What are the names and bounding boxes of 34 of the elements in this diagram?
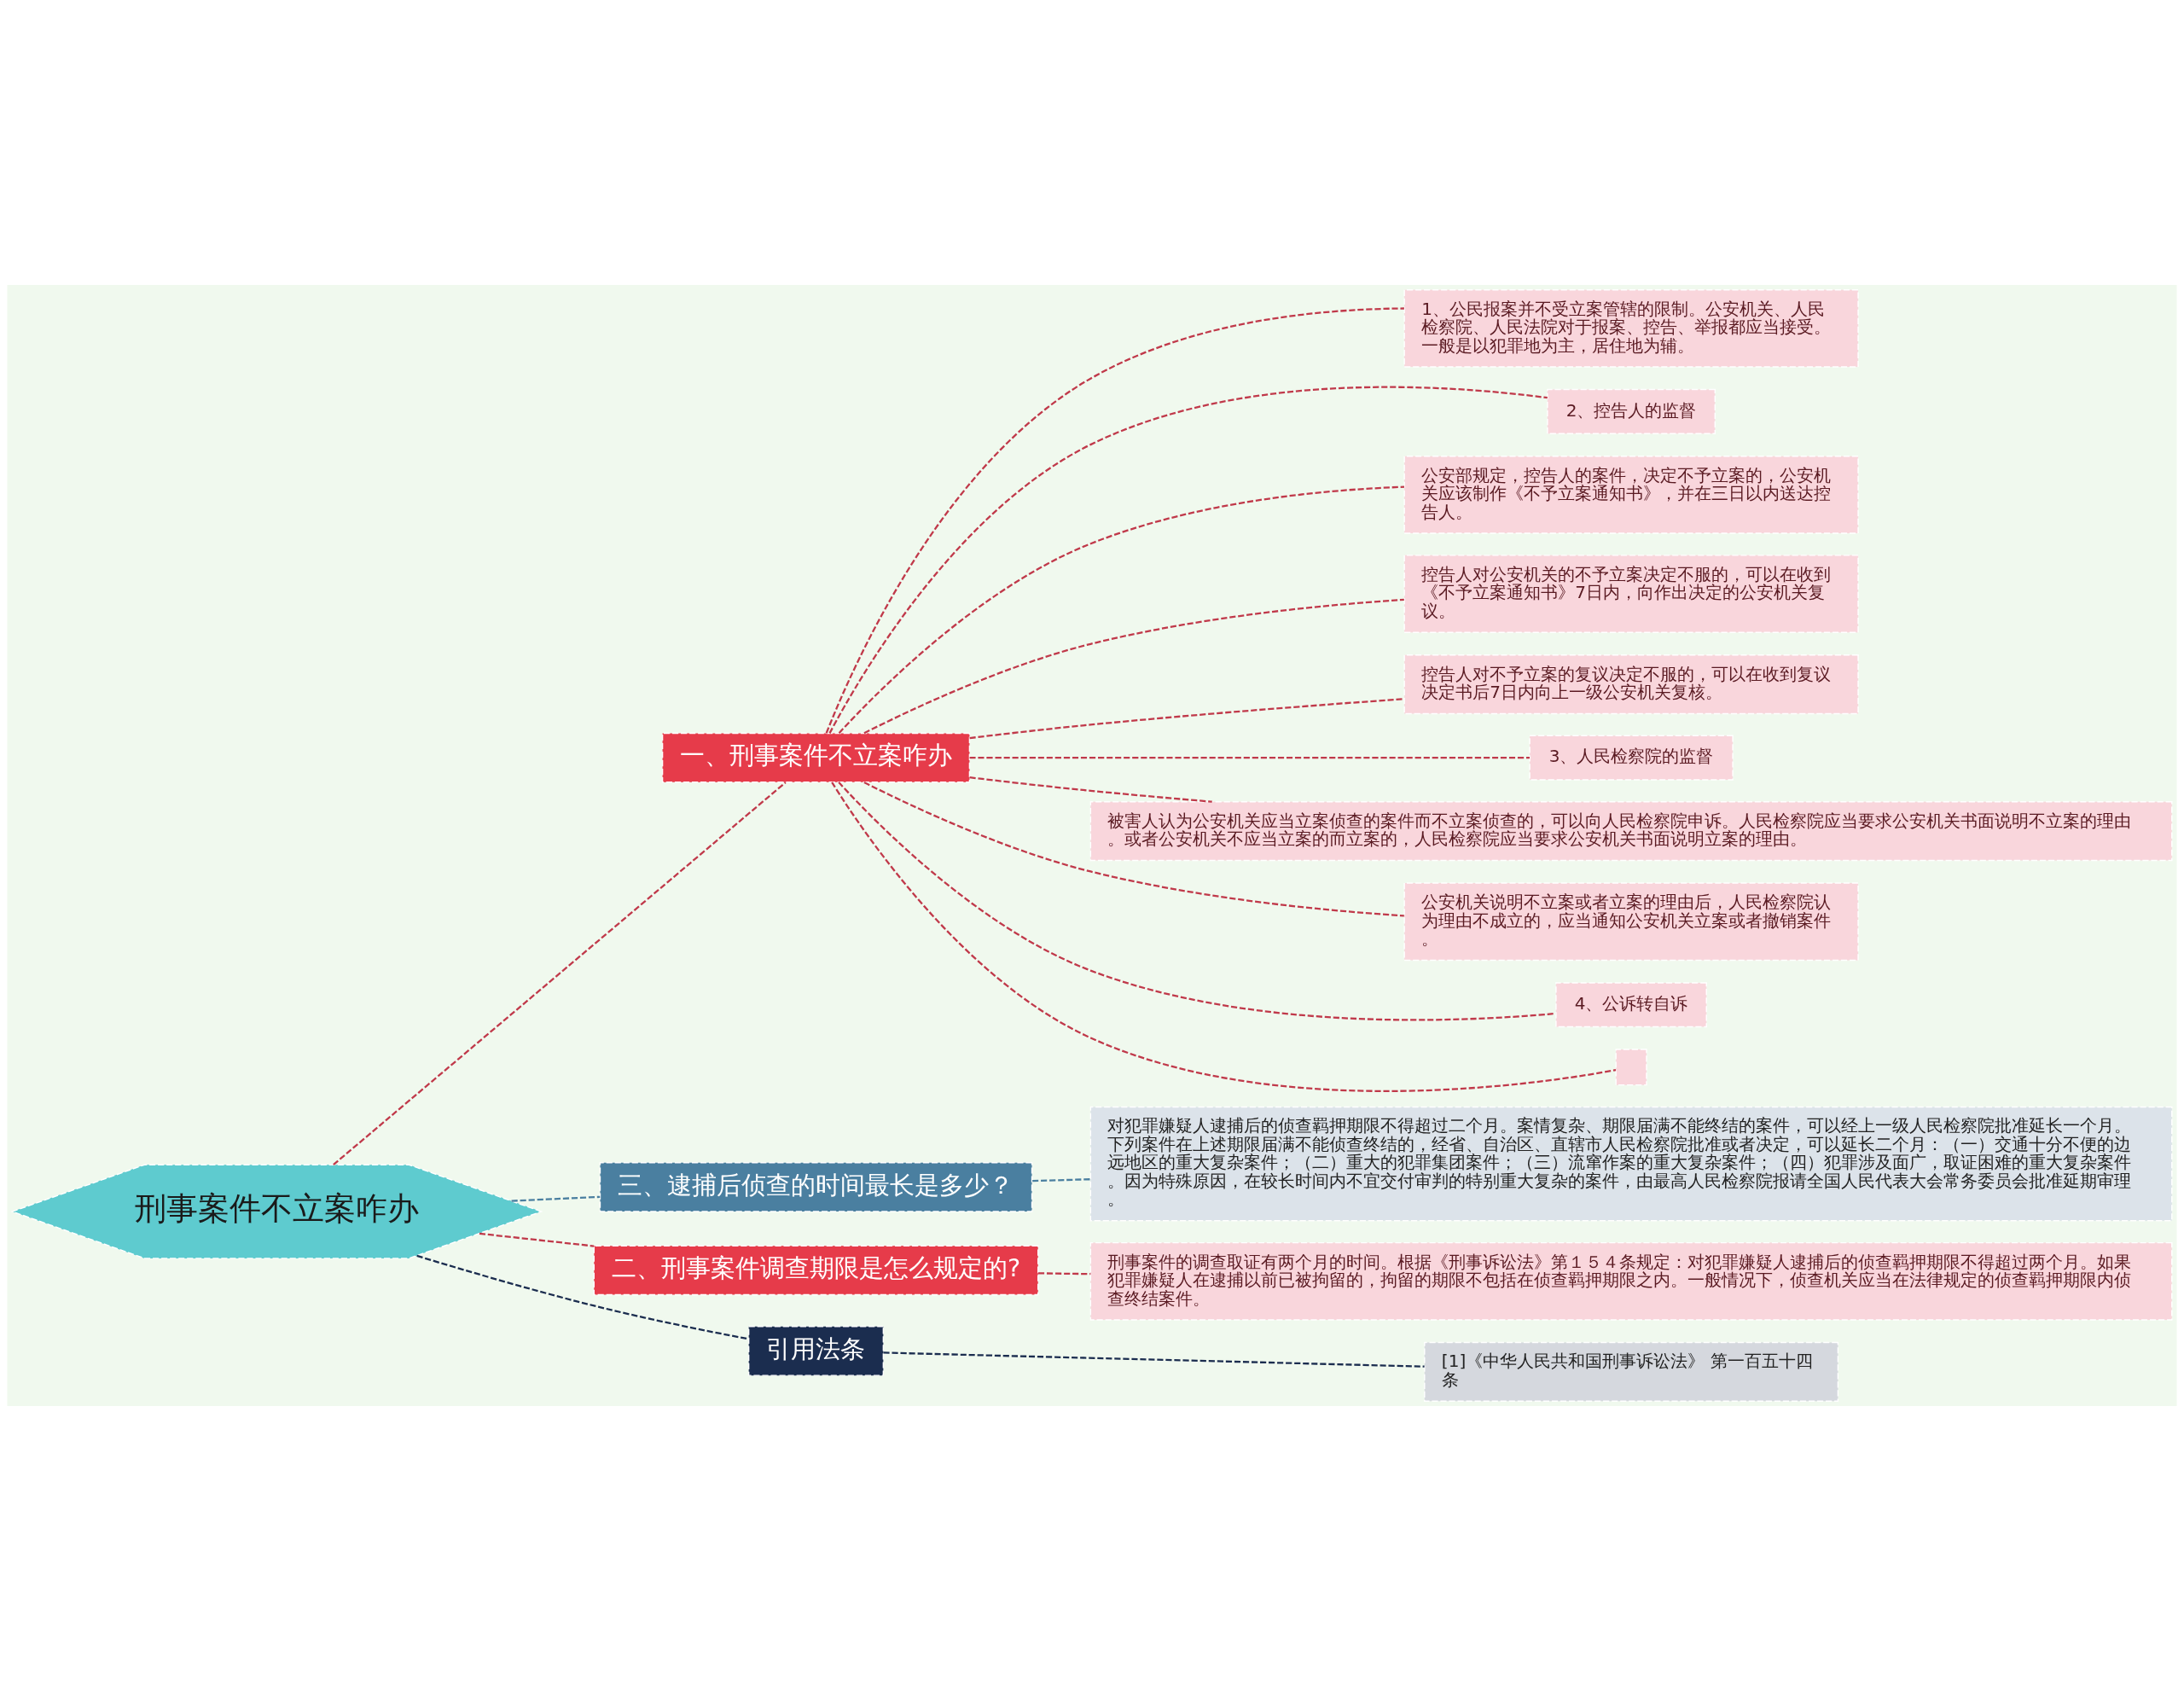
node-box: 控告人对不予立案的复议决定不服的，可以在收到复议决定书后7日内向上一级公安机关复核。 [1403,654,1859,715]
node-box: 控告人对公安机关的不予立案决定不服的，可以在收到《不予立案通知书》7日内，向作出决定的公安机关复议。 [1403,555,1859,633]
node-box: 对犯罪嫌疑人逮捕后的侦查羁押期限不得超过二个月。案情复杂、期限届满不能终结的案件，可以经上一级人民检察院批准延长一个月。下列案件在上述期限届满不能侦查终结的，经省、自治区、直辖市人民检察院批准或者决定，可以延长二个月：（一）交通十分不便的边远地区的重大复杂案件；（二）重大的犯罪集团案件；（三）流窜作案的重大复杂案件；（四）犯罪涉及面广，取证困难的重大复杂案件。因为特殊原因，在较长时间内不宜交付审判的特别重大复杂的案件，由最高人民检察院报请全国人民代表大会常务委员会批准延期审理。 [1089,1106,2173,1222]
node-box: 公安部规定，控告人的案件，决定不予立案的，公安机关应该制作《不予立案通知书》，并在三日以内送达控告人。 [1403,456,1859,534]
connector [511,1195,601,1202]
connector [969,698,1404,740]
connector [479,1232,595,1247]
node-box: 一、刑事案件不立案咋办 [661,732,971,783]
connector [825,307,1404,734]
connector [1032,1178,1091,1183]
connector [416,1254,749,1340]
connector [828,386,1548,734]
node-box: 公安机关说明不立案或者立案的理由后，人民检察院认为理由不成立的，应当通知公安机关立案或者撤销案件。 [1403,882,1859,962]
node-box: 二、刑事案件调查期限是怎么规定的? [593,1245,1039,1296]
node-box [1615,1049,1647,1086]
connector [838,485,1405,734]
node-box: 被害人认为公安机关应当立案侦查的案件而不立案侦查的，可以向人民检察院申诉。人民检察院应当要求公安机关书面说明不立案的理由。或者公安机关不应当立案的而立案的，人民检察院应当要求公安机关书面说明立案的理由。 [1089,801,2173,862]
node-box: [1]《中华人民共和国刑事诉讼法》 第一百五十四条 [1424,1341,1839,1402]
node-box: 三、逮捕后侦查的时间最长是多少？ [599,1161,1033,1212]
connector [883,1351,1425,1368]
connector [863,782,1404,917]
node-box: 3、人民检察院的监督 [1529,735,1734,781]
connector [969,757,1530,759]
node-box: 2、控告人的监督 [1547,388,1716,434]
connector [333,782,787,1165]
node-box: 引用法条 [747,1326,885,1376]
node-box: 4、公诉转自诉 [1555,982,1707,1028]
connector [838,782,1556,1021]
connector [863,598,1404,735]
node-box: 刑事案件的调查取证有两个月的时间。根据《刑事诉讼法》第１５４条规定：对犯罪嫌疑人逮捕后的侦查羁押期限不得超过两个月。如果犯罪嫌疑人在逮捕以前已被拘留的，拘留的期限不包括在侦查羁押期限之内。一般情况下，侦查机关应当在法律规定的侦查羁押期限内侦查终结案件。 [1089,1241,2173,1321]
node-box: 1、公民报案并不受立案管辖的限制。公安机关、人民检察院、人民法院对于报案、控告、举报都应当接受。一般是以犯罪地为主，居住地为辅。 [1403,289,1859,368]
connector [831,782,1617,1092]
connector [1038,1272,1091,1276]
connector [969,776,1212,803]
